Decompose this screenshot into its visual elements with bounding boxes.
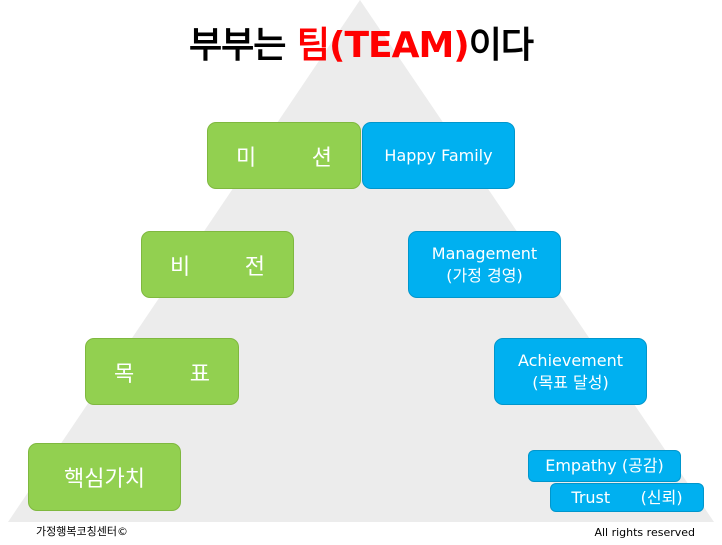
vision-box: 비 전 — [141, 231, 294, 298]
vision-char-1: 비 — [170, 254, 191, 280]
page-title: 부부는 팀(TEAM)이다 — [0, 16, 722, 68]
title-accent: 팀(TEAM) — [296, 25, 470, 66]
vision-char-2: 전 — [244, 254, 265, 280]
mission-box: 미 션 — [207, 122, 361, 189]
mission-char-1: 미 — [236, 145, 257, 171]
core-values-label: 핵심가치 — [64, 467, 145, 492]
title-tail: 이다 — [468, 25, 534, 66]
footer-rights: All rights reserved — [594, 526, 695, 539]
mission-char-2: 션 — [311, 145, 332, 171]
management-label: Management — [431, 243, 538, 263]
trust-box: Trust (신뢰) — [550, 483, 704, 512]
goal-char-1: 목 — [114, 361, 135, 387]
footer-credit: 가정행복코칭센터© — [36, 525, 128, 538]
achievement-label: Achievement — [517, 350, 624, 370]
goal-char-2: 표 — [189, 361, 210, 387]
achievement-sublabel: (목표 달성) — [532, 372, 609, 392]
empathy-label: Empathy (공감) — [545, 456, 664, 475]
title-main: 부부는 — [188, 25, 297, 66]
happy-family-label: Happy Family — [384, 145, 493, 165]
goal-box: 목 표 — [85, 338, 239, 405]
management-box: Management (가정 경영) — [408, 231, 561, 298]
achievement-box: Achievement (목표 달성) — [494, 338, 647, 405]
management-sublabel: (가정 경영) — [446, 265, 523, 285]
happy-family-box: Happy Family — [362, 122, 515, 189]
core-values-box: 핵심가치 — [28, 443, 181, 511]
trust-label: Trust (신뢰) — [571, 487, 683, 507]
empathy-box: Empathy (공감) — [528, 450, 681, 482]
